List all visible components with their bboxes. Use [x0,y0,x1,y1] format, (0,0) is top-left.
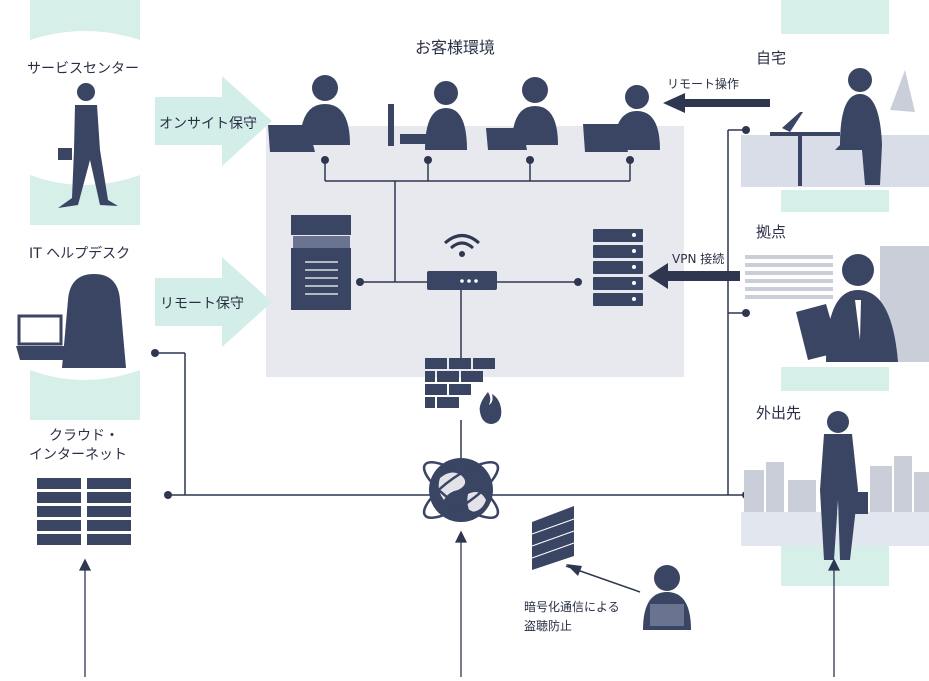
service-center-person [58,83,118,208]
base-label: 拠点 [756,223,787,241]
vpn-connection-label: VPN 接続 [672,252,725,266]
server-rack-icon [593,229,643,306]
network-lines [155,129,746,496]
eavesdropper-icon [643,565,691,630]
encryption-firewall-icon [531,506,641,593]
globe-icon [422,458,500,522]
home-scene [741,68,929,187]
encryption-label-line2: 盗聴防止 [524,619,573,633]
firewall-icon [425,358,505,425]
service-center-label: サービスセンター [27,61,139,77]
encryption-label-line1: 暗号化通信による [524,600,620,614]
home-label: 自宅 [756,49,787,67]
bottom-arrows [78,530,841,677]
cloud-label-line2: インターネット [29,447,127,463]
it-helpdesk-label: IT ヘルプデスク [29,246,131,262]
remote-arrow-shape [155,257,272,347]
left-column-bands [30,0,140,420]
outside-city-scene [741,411,929,560]
onsite-maintenance-label: オンサイト保守 [159,116,257,132]
cloud-server-racks [37,478,131,545]
connection-dots [151,126,750,499]
printer-icon [291,215,351,310]
cloud-label-line1: クラウド・ [49,428,119,444]
remote-maintenance-label: リモート保守 [160,296,244,312]
router-icon [427,234,497,290]
remote-operation-label: リモート操作 [667,77,740,91]
remote-op-arrow [663,93,770,113]
right-column-bands [781,0,889,586]
base-office-scene [745,246,929,362]
outside-label: 外出先 [756,404,802,422]
vpn-arrow [648,263,740,289]
customer-environment-title: お客様環境 [415,38,496,57]
customer-workers [268,75,660,152]
onsite-arrow-shape [155,76,272,166]
helpdesk-person [16,274,126,368]
